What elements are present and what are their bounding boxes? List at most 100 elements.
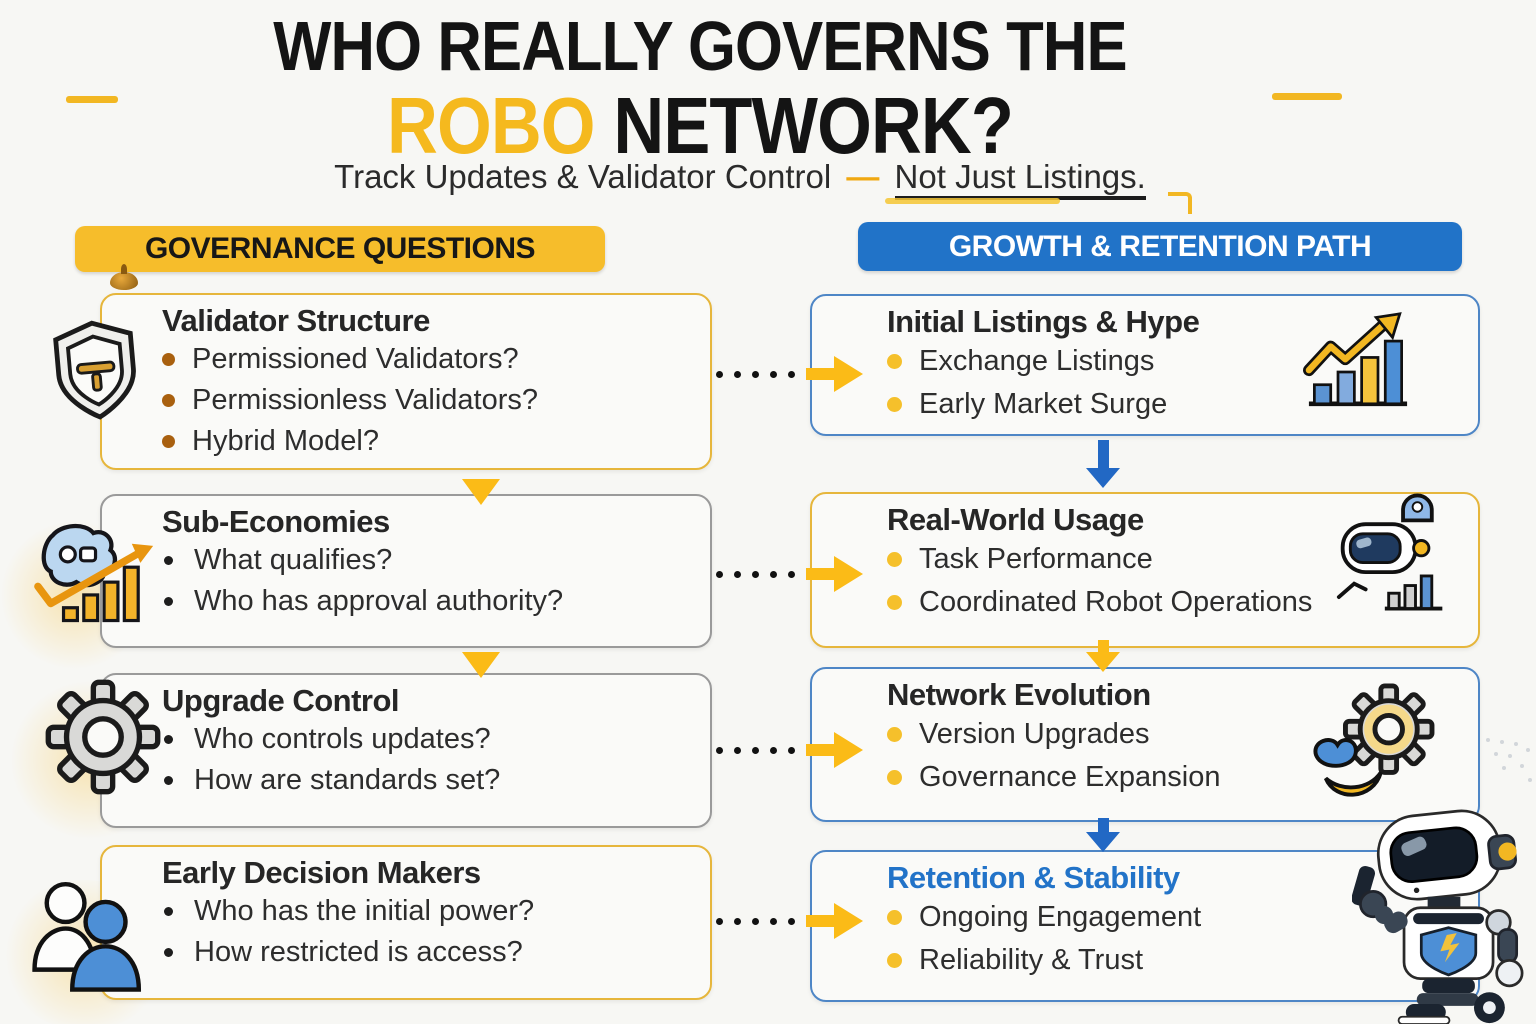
card-validator-structure: Validator Structure Permissioned Validat… bbox=[100, 293, 712, 470]
bullet-dot bbox=[887, 770, 902, 785]
arrow-down-icon bbox=[462, 652, 500, 678]
bullet-text: Version Upgrades bbox=[919, 718, 1150, 750]
bullet-item: Permissionless Validators? bbox=[162, 380, 690, 421]
bullet-text: How are standards set? bbox=[194, 764, 501, 796]
bullet-text: Task Performance bbox=[919, 543, 1153, 575]
title-accent-dash-left bbox=[66, 96, 118, 103]
subtitle-dash: — bbox=[846, 158, 880, 195]
arrow-down-icon bbox=[1086, 818, 1120, 852]
bullet-dot bbox=[887, 595, 902, 610]
arrow-down-icon bbox=[462, 479, 500, 505]
robot-head-icon bbox=[1336, 493, 1443, 611]
bullet-item: Early Market Surge bbox=[887, 383, 1458, 426]
bullet-list: Task Performance Coordinated Robot Opera… bbox=[887, 538, 1458, 624]
bullet-item: How restricted is access? bbox=[162, 932, 690, 973]
bullet-dot bbox=[887, 354, 902, 369]
title-accent-dash-right bbox=[1272, 93, 1342, 100]
bullet-dot bbox=[887, 397, 902, 412]
bullet-list: Version Upgrades Governance Expansion bbox=[887, 713, 1458, 799]
title-line-2: ROBO NETWORK? bbox=[84, 84, 1316, 168]
dot-pattern-ornament bbox=[1484, 736, 1536, 796]
card-early-decision-makers: Early Decision Makers Who has the initia… bbox=[100, 845, 712, 1000]
bullet-dot bbox=[887, 552, 902, 567]
left-column-header: GOVERNANCE QUESTIONS bbox=[75, 226, 605, 272]
card-title: Initial Listings & Hype bbox=[887, 304, 1200, 339]
bullet-text: Who has the initial power? bbox=[194, 895, 535, 927]
arrow-right-icon bbox=[806, 556, 863, 592]
bullet-item: Version Upgrades bbox=[887, 713, 1458, 756]
bullet-list: What qualifies? Who has approval authori… bbox=[162, 540, 690, 622]
bullet-text: Permissioned Validators? bbox=[192, 343, 519, 375]
bullet-item: Exchange Listings bbox=[887, 340, 1458, 383]
chart-up-icon bbox=[1303, 312, 1408, 407]
bullet-item: Ongoing Engagement bbox=[887, 896, 1458, 939]
bullet-text: Reliability & Trust bbox=[919, 944, 1144, 976]
gear-icon bbox=[45, 679, 161, 795]
bullet-list: Ongoing Engagement Reliability & Trust bbox=[887, 896, 1458, 982]
bullet-item: Hybrid Model? bbox=[162, 421, 690, 462]
bullet-dot bbox=[164, 776, 173, 785]
bullet-list: Exchange Listings Early Market Surge bbox=[887, 340, 1458, 426]
bullet-text: How restricted is access? bbox=[194, 936, 523, 968]
bullet-text: Hybrid Model? bbox=[192, 425, 379, 457]
bullet-dot bbox=[162, 394, 175, 407]
subtitle-emphasis: Not Just Listings. bbox=[894, 158, 1146, 200]
bullet-item: Governance Expansion bbox=[887, 756, 1458, 799]
bullet-list: Who has the initial power? How restricte… bbox=[162, 891, 690, 973]
bullet-text: Permissionless Validators? bbox=[192, 384, 538, 416]
connector-row-4 bbox=[716, 900, 864, 942]
bullet-text: Who controls updates? bbox=[194, 723, 491, 755]
gears-icon bbox=[1313, 683, 1435, 797]
bullet-item: How are standards set? bbox=[162, 760, 690, 801]
bullet-dot bbox=[887, 727, 902, 742]
bullet-text: Ongoing Engagement bbox=[919, 901, 1202, 933]
subtitle-lead: Track Updates & Validator Control bbox=[334, 158, 832, 195]
users-icon bbox=[32, 881, 142, 992]
card-upgrade-control: Upgrade Control Who controls updates? Ho… bbox=[100, 673, 712, 828]
arrow-right-icon bbox=[806, 356, 863, 392]
robot-mascot bbox=[1352, 809, 1524, 1024]
shield-icon bbox=[53, 320, 136, 420]
card-title: Sub-Economies bbox=[162, 504, 390, 539]
arrow-right-icon bbox=[806, 732, 863, 768]
bullet-item: Who has the initial power? bbox=[162, 891, 690, 932]
bullet-item: Permissioned Validators? bbox=[162, 339, 690, 380]
arrow-right-icon bbox=[806, 903, 863, 939]
card-title: Retention & Stability bbox=[887, 860, 1180, 895]
bullet-item: Who has approval authority? bbox=[162, 581, 690, 622]
banner-droplet-ornament bbox=[110, 264, 138, 290]
bullet-list: Permissioned Validators? Permissionless … bbox=[162, 339, 690, 462]
bullet-list: Who controls updates? How are standards … bbox=[162, 719, 690, 801]
bullet-dot bbox=[164, 556, 173, 565]
subtitle-connector-elbow bbox=[1168, 192, 1192, 214]
bullet-dot bbox=[162, 435, 175, 448]
bullet-item: Reliability & Trust bbox=[887, 939, 1458, 982]
bullet-text: Early Market Surge bbox=[919, 388, 1168, 420]
card-title: Early Decision Makers bbox=[162, 855, 481, 890]
arrow-down-icon bbox=[1086, 640, 1120, 672]
card-title: Real-World Usage bbox=[887, 502, 1144, 537]
bullet-dot bbox=[887, 953, 902, 968]
bullet-text: Exchange Listings bbox=[919, 345, 1155, 377]
card-sub-economies: Sub-Economies What qualifies? Who has ap… bbox=[100, 494, 712, 648]
bullet-dot bbox=[164, 735, 173, 744]
bullet-dot bbox=[164, 907, 173, 916]
card-title: Network Evolution bbox=[887, 677, 1151, 712]
arrow-down-icon bbox=[1086, 440, 1120, 488]
bullet-item: Task Performance bbox=[887, 538, 1458, 581]
bullet-text: Governance Expansion bbox=[919, 761, 1221, 793]
bullet-dot bbox=[164, 597, 173, 606]
connector-row-1 bbox=[716, 353, 864, 395]
card-title: Upgrade Control bbox=[162, 683, 400, 718]
bullet-text: What qualifies? bbox=[194, 544, 393, 576]
title-rest: NETWORK? bbox=[594, 81, 1014, 170]
bullet-dot bbox=[162, 353, 175, 366]
title-highlight: ROBO bbox=[386, 81, 596, 170]
page-title: WHO REALLY GOVERNS THE ROBO NETWORK? bbox=[0, 8, 1400, 168]
connector-row-2 bbox=[716, 553, 864, 595]
card-title: Validator Structure bbox=[162, 303, 430, 338]
subtitle: Track Updates & Validator Control — Not … bbox=[0, 158, 1480, 200]
right-column-header: GROWTH & RETENTION PATH bbox=[858, 222, 1462, 271]
bullet-text: Coordinated Robot Operations bbox=[919, 586, 1313, 618]
